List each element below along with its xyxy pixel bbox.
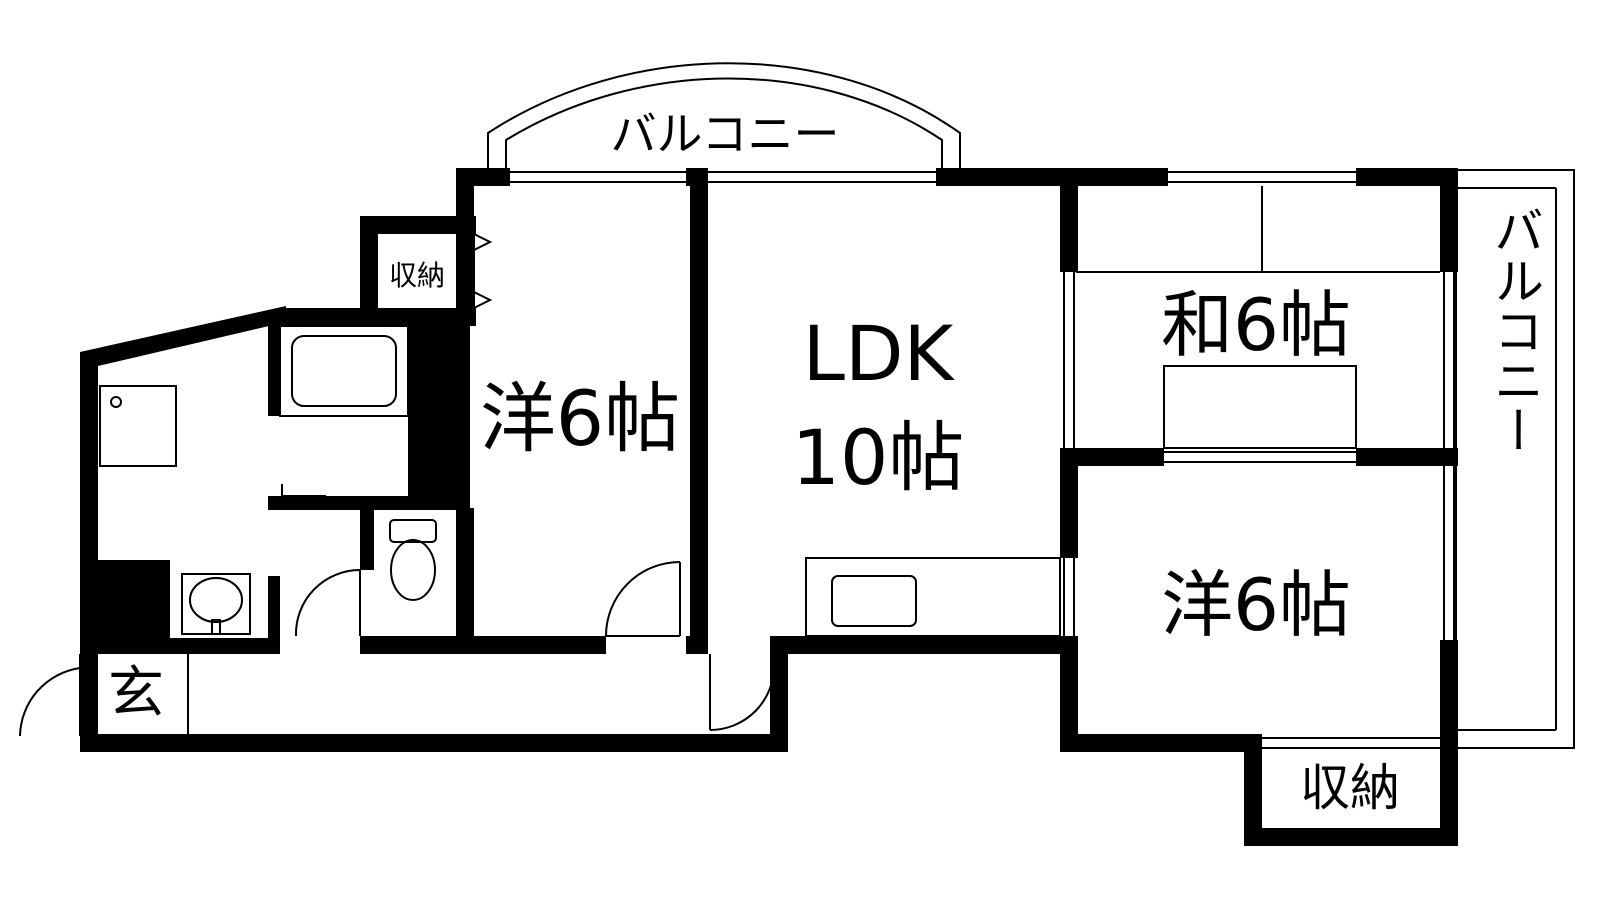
entrance-label: 玄	[108, 661, 164, 726]
balcony-top-label: バルコニー	[610, 107, 839, 161]
western-room-right-label: 洋6帖	[1161, 563, 1351, 647]
doors	[19, 484, 775, 737]
walls	[80, 168, 1458, 846]
ldk-label: LDK	[803, 309, 956, 398]
storage-small-label: 収納	[389, 259, 445, 292]
japanese-room-label: 和6帖	[1161, 283, 1351, 367]
balcony-top	[487, 62, 961, 168]
fixtures	[99, 186, 1440, 734]
ldk-size-label: 10帖	[792, 413, 965, 502]
storage-bottom-label: 収納	[1300, 759, 1400, 817]
western-room-left-label: 洋6帖	[480, 374, 680, 463]
balcony-right-label: バルコニー	[1486, 205, 1544, 455]
windows	[510, 171, 1455, 749]
